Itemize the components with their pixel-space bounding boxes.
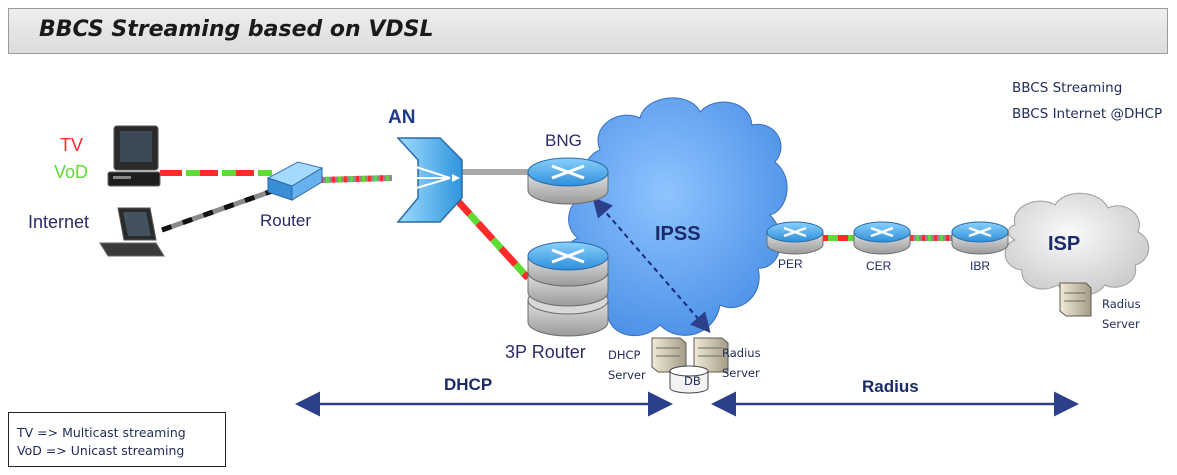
service-label-tv: TV [60,135,84,155]
node-label-ibr: IBR [970,259,991,273]
node-label-isp: ISP [1048,233,1081,255]
dhcp-span-label: DHCP [444,375,493,394]
bng-router-icon [527,157,609,205]
isp-cloud [1004,192,1149,296]
laptop-icon [99,207,165,257]
node-label-per: PER [778,257,803,271]
per-router-icon [766,221,824,255]
dhcp-server-label-1: DHCP [608,348,641,362]
legend-box: TV => Multicast streaming VoD => Unicast… [8,412,226,467]
database-label: DB [684,374,701,388]
an-switch-icon [396,137,463,223]
router-icon [266,161,324,201]
page-title: BBCS Streaming based on VDSL [39,17,434,42]
radius-span-label: Radius [862,377,919,396]
legend-line-tv: TV => Multicast streaming [17,425,186,440]
node-label-bng: BNG [545,131,582,150]
service-label-vod: VoD [54,162,89,182]
database-icon [669,365,709,394]
node-label-3p-router: 3P Router [505,342,586,362]
title-bar: BBCS Streaming based on VDSL [8,8,1168,54]
bng-radius-link [592,196,711,334]
node-label-an: AN [388,107,416,128]
isp-radius-server-label-1: Radius [1102,297,1141,311]
isp-radius-server-icon [1059,282,1092,317]
cer-router-icon [853,221,911,255]
legend-line-vod: VoD => Unicast streaming [17,443,185,458]
3p-router-icon [527,241,609,337]
radius-server-label-2: Server [722,366,760,380]
top-right-line-2: BBCS Internet @DHCP [1012,106,1163,122]
node-label-ipss: IPSS [655,223,701,245]
radius-server-label-1: Radius [722,346,761,360]
internet-link [161,187,276,233]
node-label-router: Router [260,211,312,230]
node-label-cer: CER [866,259,892,273]
isp-radius-server-label-2: Server [1102,317,1140,331]
router-an-link [319,175,393,183]
top-right-line-1: BBCS Streaming [1012,80,1123,96]
ibr-router-icon [951,221,1009,255]
service-label-internet: Internet [28,212,90,232]
an-3p-router-link [452,195,531,281]
dhcp-server-label-2: Server [608,368,646,382]
desktop-computer-icon [107,125,161,187]
